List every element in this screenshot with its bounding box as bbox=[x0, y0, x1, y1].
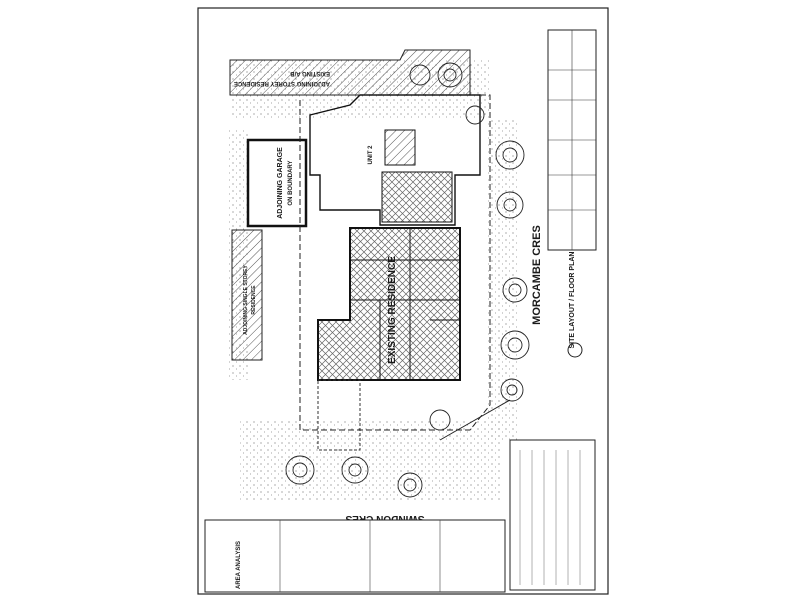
area-analysis-block bbox=[204, 519, 506, 593]
driveway bbox=[317, 379, 361, 451]
adjoining-garage bbox=[246, 138, 308, 228]
title-block-rows bbox=[548, 30, 596, 250]
north-arrow bbox=[567, 342, 583, 358]
existing-residence-label: EXISTING RESIDENCE bbox=[387, 256, 398, 364]
on-boundary-label: ON BOUNDARY bbox=[288, 160, 294, 205]
adjoining-residence-label-2: RESIDENCE bbox=[251, 285, 257, 315]
area-analysis-title: AREA ANALYSIS bbox=[236, 541, 242, 589]
adjoining-top-label: EXISTING A/B bbox=[290, 70, 330, 76]
notes-block bbox=[509, 439, 596, 591]
existing-residence-walls bbox=[350, 228, 460, 380]
morcambe-cres-label: MORCAMBE CRES bbox=[531, 225, 543, 325]
adjoining-property-top bbox=[229, 49, 471, 96]
swindon-cres-label: SWINDON CRES bbox=[345, 513, 424, 524]
adjoining-top-label-2: ADJOINING STOREY RESIDENCE bbox=[234, 80, 330, 86]
adjoining-garage-label: ADJOINING GARAGE bbox=[277, 147, 284, 219]
unit-2-label: UNIT 2 bbox=[368, 145, 374, 165]
unit-2-stair bbox=[384, 129, 416, 166]
adjoining-residence bbox=[231, 229, 263, 361]
notes-lines bbox=[519, 450, 581, 585]
landscape-area-bottom bbox=[240, 420, 500, 500]
unit-2-carport bbox=[381, 171, 453, 223]
site-layout-title: SITE LAYOUT / FLOOR PLAN bbox=[569, 252, 576, 349]
landscape-verge bbox=[488, 120, 518, 440]
corner-splay bbox=[439, 399, 511, 441]
area-analysis-columns bbox=[279, 520, 441, 592]
adjoining-residence-label: ADJOINING SINGLE STOREY bbox=[243, 265, 249, 335]
street-trees bbox=[285, 62, 530, 498]
